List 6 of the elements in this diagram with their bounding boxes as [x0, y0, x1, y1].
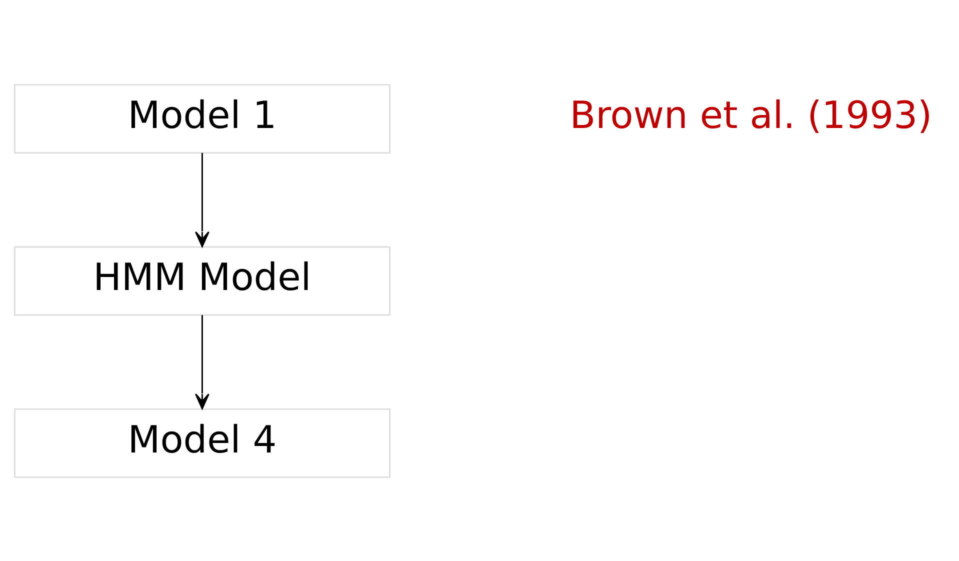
node-box: HMM Model	[14, 246, 390, 316]
arrow	[194, 314, 210, 409]
node-box: Model 4	[14, 408, 390, 478]
arrow	[194, 152, 210, 247]
label: Brown et al. (1993)	[570, 92, 932, 136]
node-box: Model 1	[14, 84, 390, 154]
